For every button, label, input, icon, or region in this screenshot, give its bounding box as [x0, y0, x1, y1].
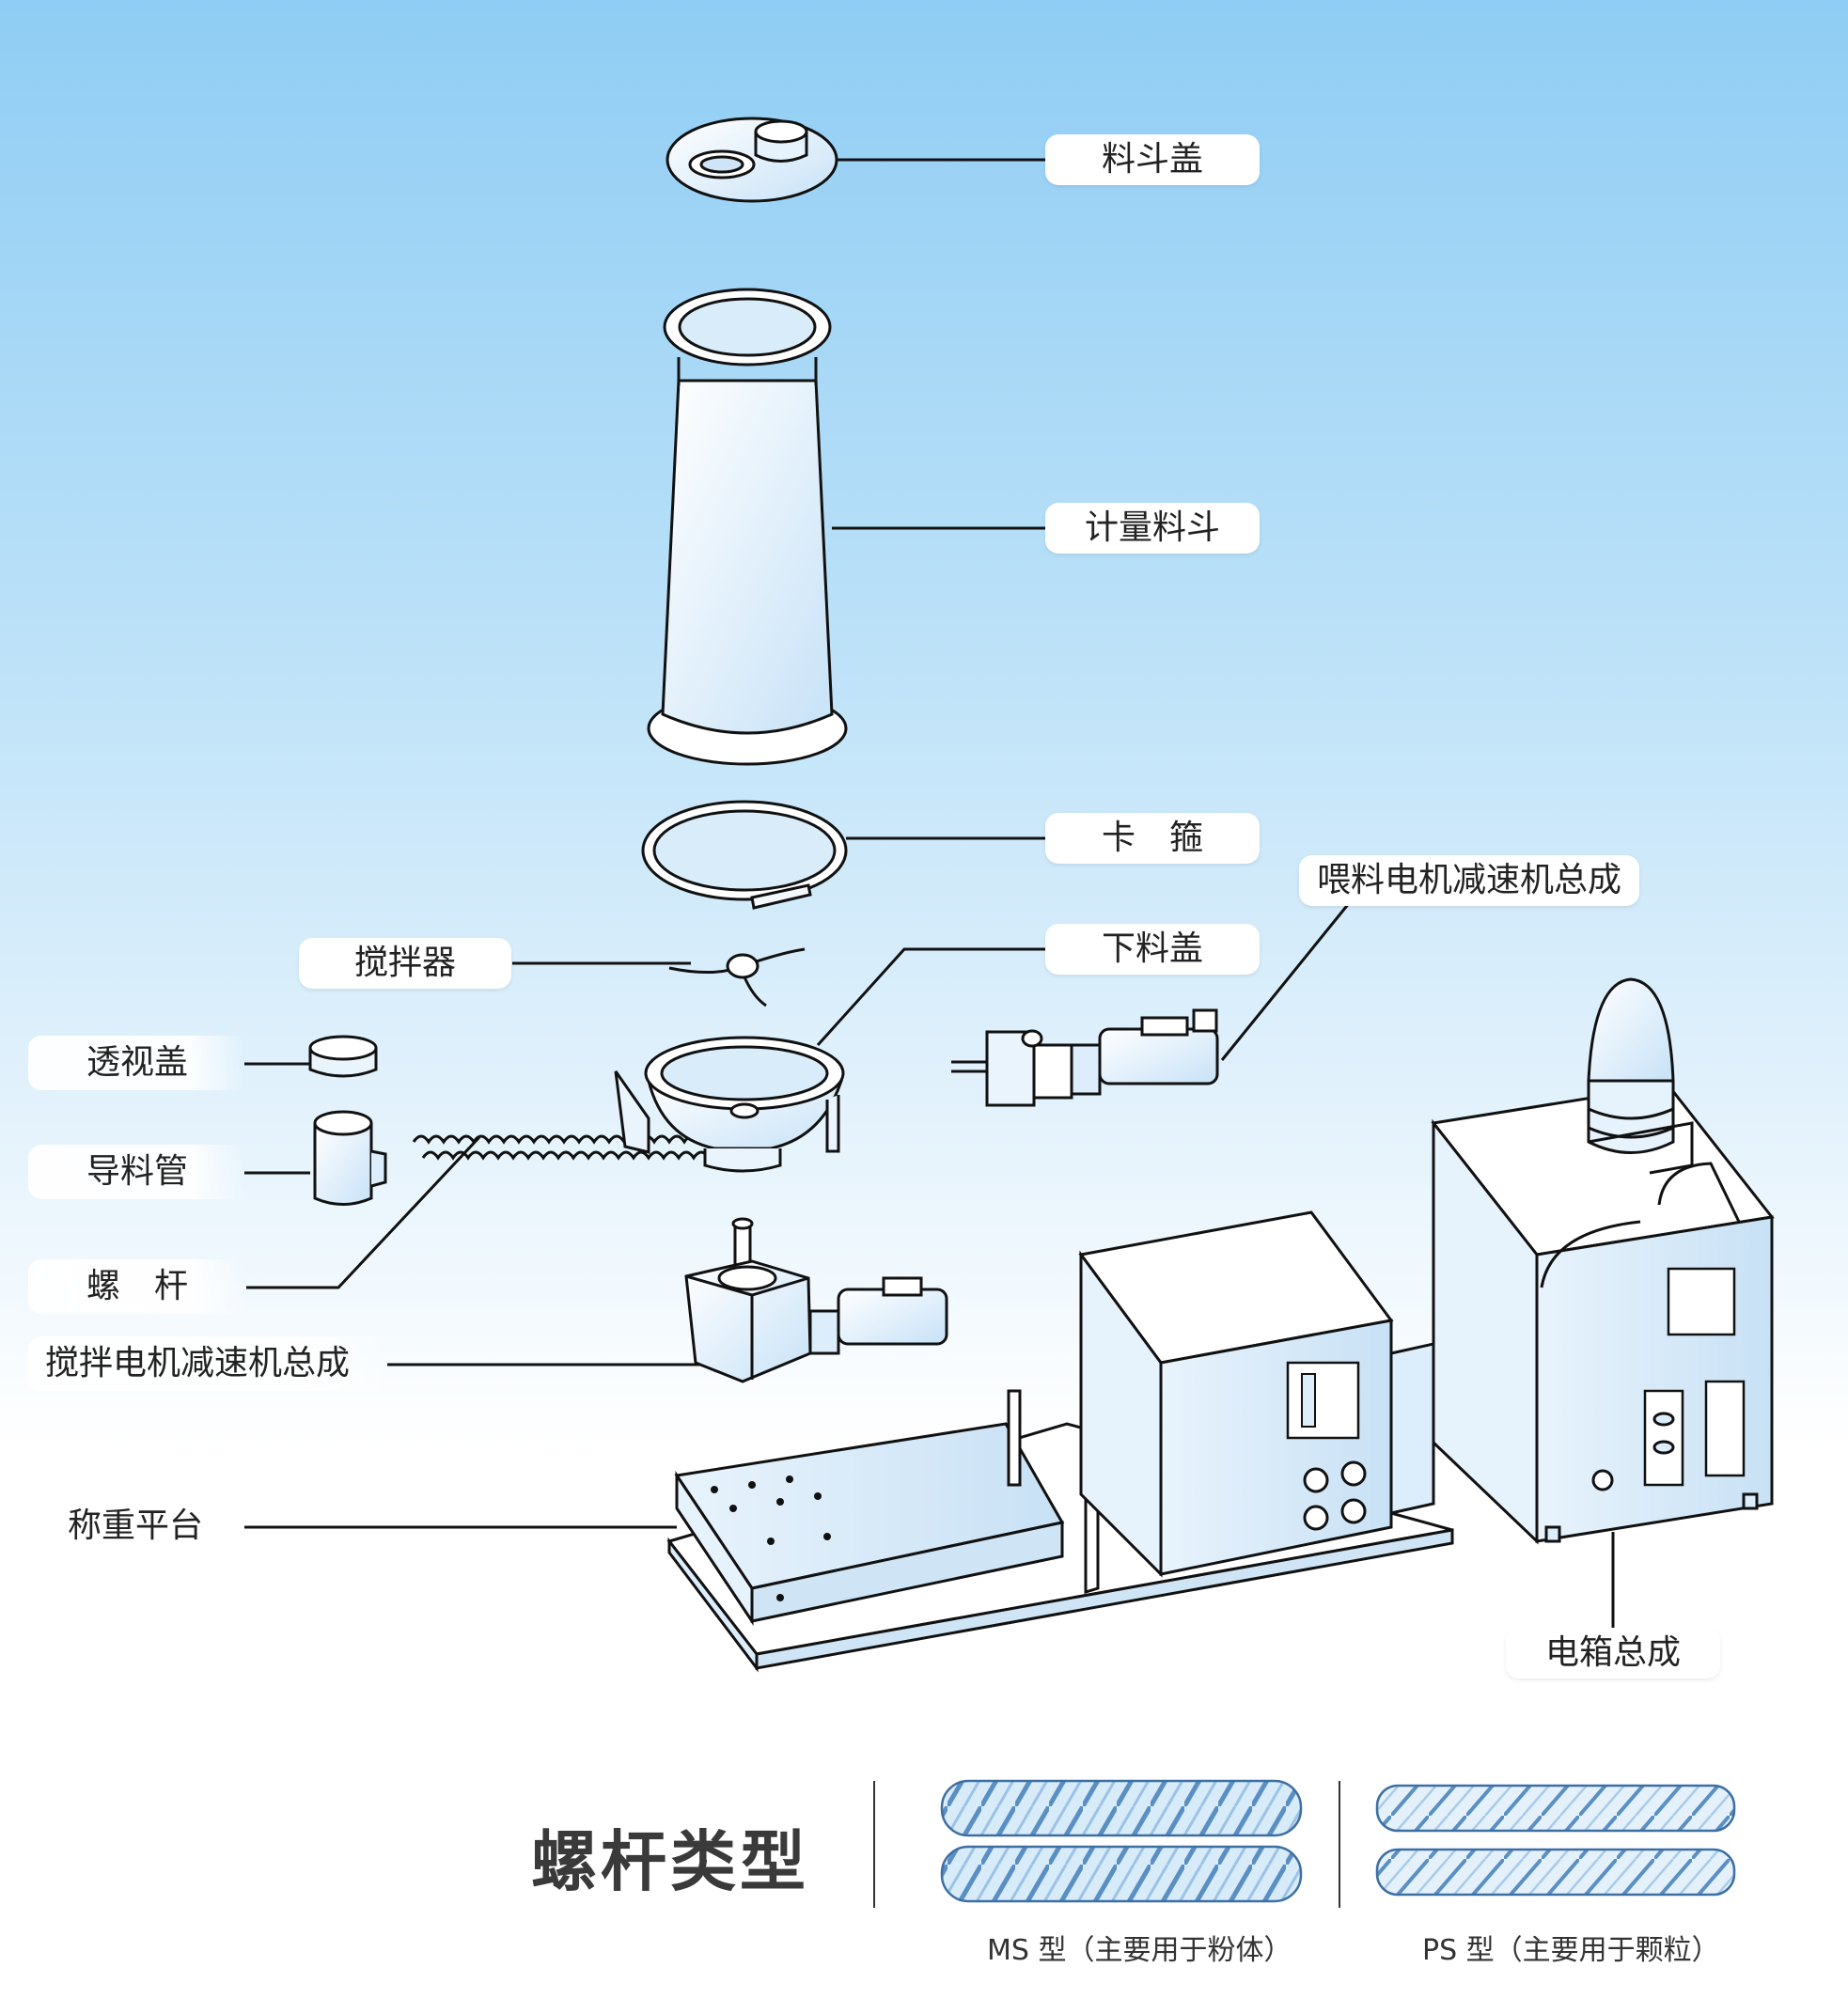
label-feed-tube: 导料管 — [28, 1145, 244, 1199]
ms-screw-image — [940, 1779, 1303, 1903]
ms-type-caption: MS 型（主要用于粉体） — [987, 1934, 1292, 1967]
label-lower-cover: 下料盖 — [1045, 924, 1260, 975]
label-metering-hopper: 计量料斗 — [1045, 503, 1260, 554]
label-clamp: 卡 箍 — [1045, 813, 1260, 864]
label-agitator-motor-assembly: 搅拌电机减速机总成 — [28, 1336, 390, 1391]
agitator-part — [668, 947, 806, 1007]
metering-hopper-part — [647, 288, 848, 766]
label-feed-motor-assembly: 喂料电机减速机总成 — [1299, 855, 1639, 906]
screw-type-divider-lines — [873, 1781, 1340, 1908]
feed-tube-part — [313, 1110, 387, 1206]
middle-box-part — [1078, 1210, 1435, 1578]
label-screw: 螺 杆 — [28, 1259, 244, 1314]
sight-cover-part — [308, 1035, 378, 1078]
label-weighing-platform: 称重平台 — [28, 1499, 244, 1553]
screw-spring-part — [412, 1134, 711, 1161]
label-agitator: 搅拌器 — [299, 938, 511, 989]
feed-motor-part — [951, 1008, 1219, 1107]
label-sight-cover: 透视盖 — [28, 1036, 244, 1090]
control-box-part — [1431, 977, 1775, 1545]
ps-type-caption: PS 型（主要用于颗粒） — [1422, 1934, 1720, 1967]
ps-screw-image — [1375, 1784, 1736, 1897]
agitator-motor-part — [684, 1217, 948, 1383]
leader-lines — [244, 158, 1615, 1635]
label-hopper-lid: 料斗盖 — [1045, 134, 1260, 185]
clamp-part — [641, 800, 848, 910]
screw-types-title: 螺杆类型 — [531, 1823, 809, 1900]
hopper-lid-part — [666, 117, 838, 203]
lower-cover-part — [614, 1036, 845, 1173]
label-control-box-assembly: 电箱总成 — [1506, 1628, 1720, 1678]
